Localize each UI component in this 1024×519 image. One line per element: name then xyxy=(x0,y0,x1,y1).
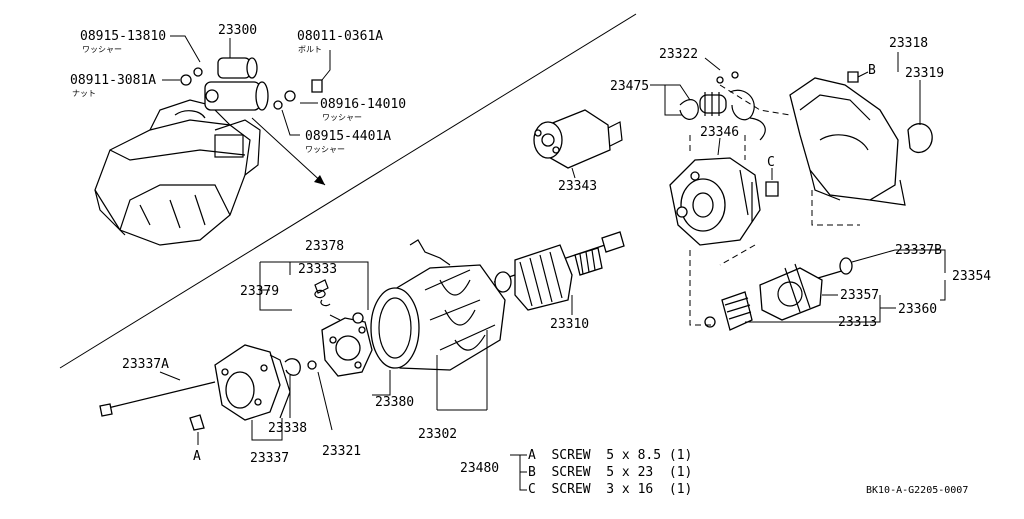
label-23337b: 23337B xyxy=(895,243,942,258)
washer-icon xyxy=(193,67,203,77)
label-23475: 23475 xyxy=(610,79,649,94)
bushing-23338 xyxy=(284,358,301,376)
label-08911-3081a-sub: ナット xyxy=(72,89,96,98)
engine-block-illustration xyxy=(94,99,261,246)
label-23380: 23380 xyxy=(375,395,414,410)
label-23322: 23322 xyxy=(659,47,698,62)
bolt-icon xyxy=(311,79,323,93)
pinion-gear xyxy=(704,291,753,331)
arrow-head xyxy=(314,175,325,185)
label-08916-14010: 08916-14010 xyxy=(320,97,406,112)
brush-spring xyxy=(314,279,331,307)
label-23318: 23318 xyxy=(889,36,928,51)
label-23338: 23338 xyxy=(268,421,307,436)
label-08011-0361a-sub: ボルト xyxy=(298,45,322,54)
armature xyxy=(493,231,625,311)
brush-holder-plate xyxy=(321,317,373,377)
screw-a-icon xyxy=(189,414,205,431)
label-23357: 23357 xyxy=(840,288,879,303)
label-23302: 23302 xyxy=(418,427,457,442)
through-bolt xyxy=(99,381,216,417)
starter-motor-assembly xyxy=(204,57,269,111)
field-yoke xyxy=(370,239,506,371)
label-23310: 23310 xyxy=(550,317,589,332)
label-23378: 23378 xyxy=(305,239,344,254)
label-23337: 23337 xyxy=(250,451,289,466)
label-08915-13810-sub: ワッシャー xyxy=(82,45,122,54)
commutator-end-frame xyxy=(214,344,291,421)
solenoid-switch xyxy=(533,109,623,169)
label-08915-4401a: 08915-4401A xyxy=(305,129,391,144)
nut-icon xyxy=(180,74,192,86)
brush-holder-cap xyxy=(907,123,933,153)
drive-housing xyxy=(669,157,761,246)
screw-b-icon xyxy=(847,71,859,83)
screw-table-row-a: A SCREW 5 x 8.5 (1) xyxy=(528,448,692,463)
label-23360: 23360 xyxy=(898,302,937,317)
label-23319: 23319 xyxy=(905,66,944,81)
label-23321: 23321 xyxy=(322,444,361,459)
direction-arrow xyxy=(251,117,326,186)
section-divider xyxy=(59,13,637,369)
label-23379: 23379 xyxy=(240,284,279,299)
starter-clutch xyxy=(759,263,846,321)
label-c: C xyxy=(767,155,775,170)
drive-lever-set xyxy=(679,71,766,141)
label-23333: 23333 xyxy=(298,262,337,277)
screw-table-row-c: C SCREW 3 x 16 (1) xyxy=(528,482,692,497)
label-08911-3081a: 08911-3081A xyxy=(70,73,156,88)
end-frame xyxy=(789,77,906,206)
label-08011-0361a: 08011-0361A xyxy=(297,29,383,44)
retainer-ring xyxy=(839,257,853,275)
label-23346: 23346 xyxy=(700,125,739,140)
label-23354: 23354 xyxy=(952,269,991,284)
clip-icon xyxy=(352,312,364,324)
washer-icon xyxy=(273,100,283,110)
label-08915-13810: 08915-13810 xyxy=(80,29,166,44)
washer-icon xyxy=(284,90,296,102)
screw-table-number: 23480 xyxy=(460,461,499,476)
label-23313: 23313 xyxy=(838,315,877,330)
screw-table-row-b: B SCREW 5 x 23 (1) xyxy=(528,465,692,480)
label-b-top: B xyxy=(868,63,876,78)
label-a: A xyxy=(193,449,201,464)
label-23300: 23300 xyxy=(218,23,257,38)
label-23343: 23343 xyxy=(558,179,597,194)
label-23337a: 23337A xyxy=(122,357,169,372)
footer-code: BK10-A-G2205-0007 xyxy=(866,485,968,496)
clip-23321 xyxy=(307,360,317,370)
label-08916-14010-sub: ワッシャー xyxy=(322,113,362,122)
screw-c-icon xyxy=(765,181,779,197)
label-08915-4401a-sub: ワッシャー xyxy=(305,145,345,154)
